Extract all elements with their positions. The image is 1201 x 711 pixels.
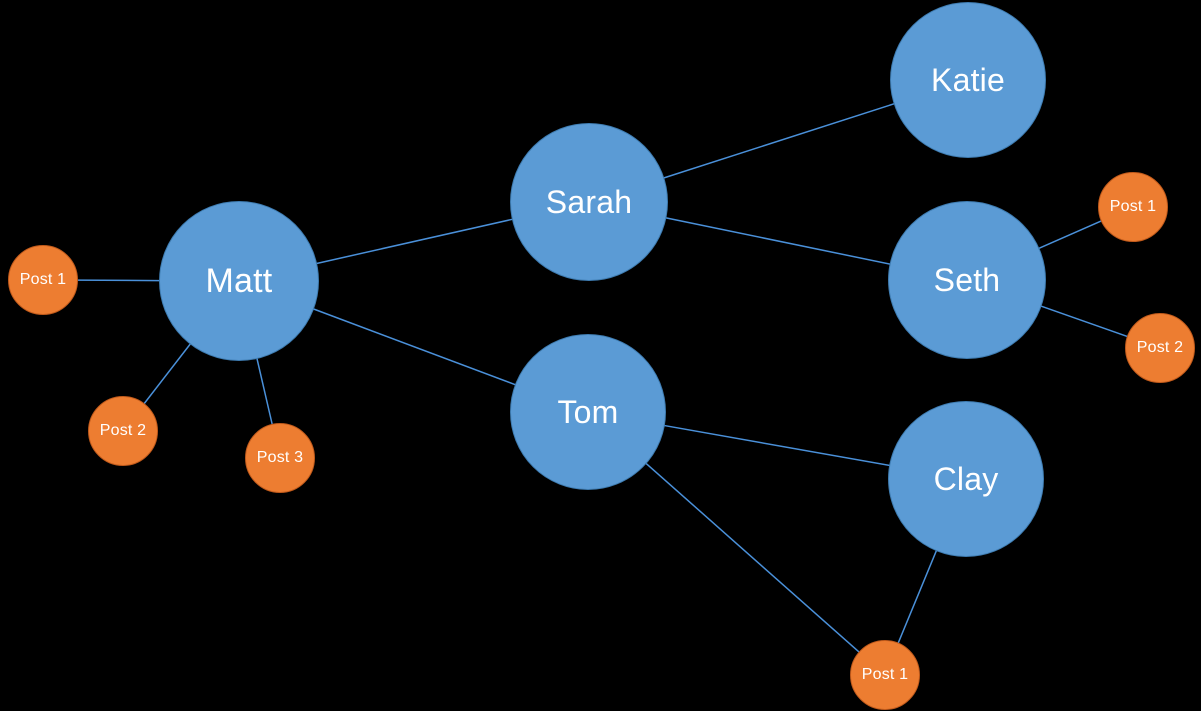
edge-tom-post bbox=[645, 462, 861, 654]
node-matt-post-2[interactable]: Post 2 bbox=[88, 396, 158, 466]
node-label-matt-post-3: Post 3 bbox=[256, 449, 304, 466]
edge-matt-tom bbox=[312, 308, 517, 386]
edge-sarah-seth bbox=[665, 217, 891, 265]
node-label-matt-post-1: Post 1 bbox=[19, 271, 67, 288]
node-matt-post-1[interactable]: Post 1 bbox=[8, 245, 78, 315]
node-shared-post[interactable]: Post 1 bbox=[850, 640, 920, 710]
node-label-shared-post: Post 1 bbox=[861, 666, 909, 683]
node-matt[interactable]: Matt bbox=[159, 201, 319, 361]
node-label-clay: Clay bbox=[933, 461, 999, 497]
node-label-seth-post-1: Post 1 bbox=[1109, 198, 1157, 215]
edge-seth-post-1 bbox=[1038, 220, 1103, 250]
node-clay[interactable]: Clay bbox=[888, 401, 1044, 557]
node-sarah[interactable]: Sarah bbox=[510, 123, 668, 281]
node-label-seth: Seth bbox=[933, 262, 1001, 298]
node-seth-post-2[interactable]: Post 2 bbox=[1125, 313, 1195, 383]
edge-matt-post-3 bbox=[256, 357, 274, 426]
node-tom[interactable]: Tom bbox=[510, 334, 666, 490]
node-label-sarah: Sarah bbox=[545, 184, 633, 220]
node-label-tom: Tom bbox=[557, 394, 619, 430]
node-label-matt-post-2: Post 2 bbox=[99, 422, 147, 439]
node-seth-post-1[interactable]: Post 1 bbox=[1098, 172, 1168, 242]
edge-matt-post-2 bbox=[143, 343, 192, 405]
edge-clay-post bbox=[897, 549, 938, 644]
node-label-seth-post-2: Post 2 bbox=[1136, 339, 1184, 356]
node-seth[interactable]: Seth bbox=[888, 201, 1046, 359]
node-label-katie: Katie bbox=[931, 62, 1005, 98]
node-label-matt: Matt bbox=[205, 262, 273, 300]
edge-seth-post-2 bbox=[1040, 305, 1129, 338]
edge-sarah-katie bbox=[663, 102, 895, 179]
node-matt-post-3[interactable]: Post 3 bbox=[245, 423, 315, 493]
edge-matt-sarah bbox=[315, 218, 514, 265]
edge-tom-clay bbox=[663, 424, 891, 467]
node-katie[interactable]: Katie bbox=[890, 2, 1046, 158]
